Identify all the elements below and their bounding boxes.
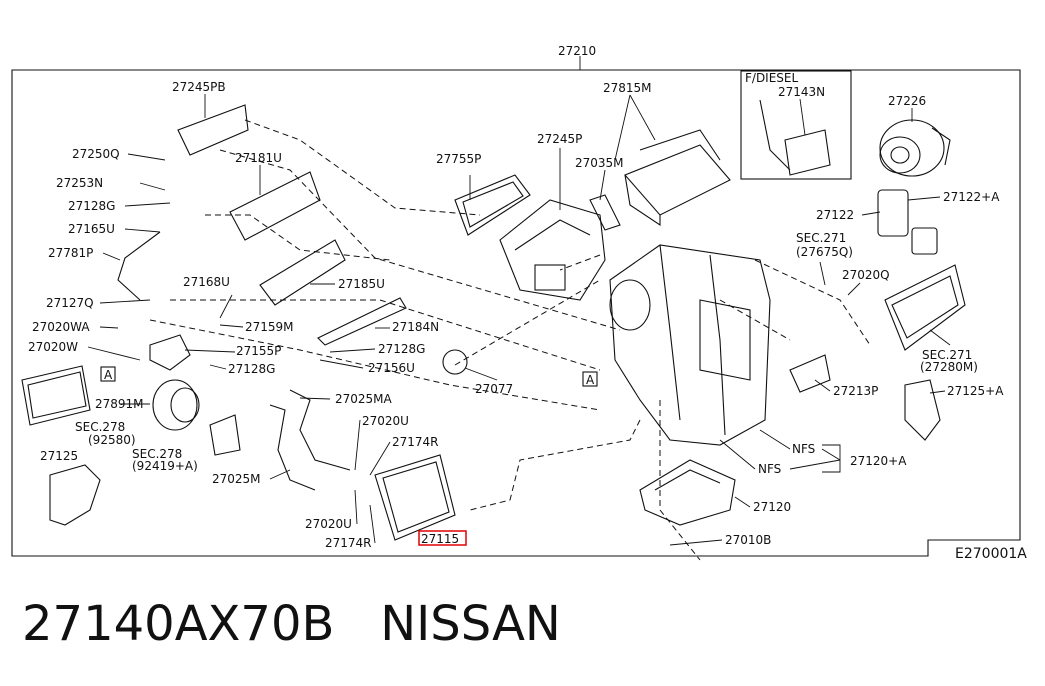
label-variant: F/DIESEL	[745, 71, 799, 85]
part-label: 27020U	[362, 414, 409, 428]
part-label: 27781P	[48, 246, 93, 260]
motor-27077	[442, 349, 468, 375]
duct-27184n	[317, 297, 407, 346]
parts-diagram: 27210 F/DIESEL 27245PB 27250Q 27253N 271…	[11, 44, 1027, 562]
part-label: (27280M)	[920, 360, 978, 374]
aspirator-27213p	[789, 354, 831, 393]
part-label: 27010B	[725, 533, 771, 547]
heater-unit-body	[609, 244, 771, 446]
part-label: SEC.278	[132, 447, 182, 461]
part-label: 27165U	[68, 222, 115, 236]
part-label: 27120+A	[850, 454, 907, 468]
left-bracket	[49, 464, 101, 526]
heater-core	[374, 454, 456, 541]
part-label: 27025MA	[335, 392, 393, 406]
part-label: SEC.271	[796, 231, 846, 245]
diesel-inset-box	[740, 70, 852, 180]
highlight-box	[418, 530, 467, 546]
part-label: 27035M	[575, 156, 624, 170]
part-label: 27143N	[778, 85, 825, 99]
diesel-resistor	[784, 129, 831, 176]
part-label: 27245PB	[172, 80, 226, 94]
part-label: (92580)	[88, 433, 136, 447]
part-label: 27125	[40, 449, 78, 463]
part-label: 27120	[753, 500, 791, 514]
ref-marker-box	[100, 366, 116, 382]
part-label: 27025M	[212, 472, 261, 486]
part-label: 27253N	[56, 176, 103, 190]
module-bracket	[209, 414, 241, 456]
part-label: 27174R	[392, 435, 439, 449]
actuator-27155p	[149, 334, 191, 371]
part-label: 27815M	[603, 81, 652, 95]
lower-case	[639, 459, 736, 526]
figure-code: E270001A	[955, 546, 1027, 562]
part-label: 27245P	[537, 132, 582, 146]
part-label: 27020W	[28, 340, 78, 354]
part-label: NFS	[758, 462, 781, 476]
duct-27181u	[229, 171, 321, 241]
ref-marker-box	[582, 371, 598, 387]
part-label: 27181U	[235, 151, 282, 165]
part-label: 27125+A	[947, 384, 1004, 398]
gasket-frame	[454, 174, 531, 236]
part-label: (27675Q)	[796, 245, 853, 259]
part-label: 27128G	[68, 199, 115, 213]
part-label: 27174R	[325, 536, 372, 550]
blower-duct	[624, 129, 731, 227]
part-label: SEC.271	[922, 348, 972, 362]
part-number-line: 27140AX70B NISSAN	[22, 596, 561, 652]
brand-name: NISSAN	[380, 596, 561, 652]
duct-27185u	[259, 239, 346, 306]
part-label: 27020WA	[32, 320, 90, 334]
part-label: 27156U	[368, 361, 415, 375]
leader-lines	[87, 94, 951, 546]
label-top-part: 27210	[558, 44, 596, 58]
part-label: 27020U	[305, 517, 352, 531]
ref-marker: A	[586, 373, 595, 387]
part-label: (92419+A)	[132, 459, 198, 473]
part-label: 27168U	[183, 275, 230, 289]
part-label: 27020Q	[842, 268, 890, 282]
highlight-label: 27115	[421, 532, 459, 546]
part-label: 27077	[475, 382, 513, 396]
part-number: 27140AX70B	[22, 596, 335, 652]
diagram-frame	[11, 69, 1021, 557]
actuator-motor	[152, 379, 200, 431]
assembly-dash-lines	[149, 119, 871, 561]
ref-marker: A	[104, 368, 113, 382]
right-bracket	[904, 379, 941, 441]
part-label: NFS	[792, 442, 815, 456]
part-label: 27155P	[236, 344, 281, 358]
part-label: 27159M	[245, 320, 294, 334]
part-label: SEC.278	[75, 420, 125, 434]
intake-housing	[499, 199, 606, 301]
air-filter	[21, 365, 91, 426]
duct-27245pb	[177, 104, 249, 156]
part-label: 27185U	[338, 277, 385, 291]
heater-hose	[289, 389, 351, 471]
blower-motor	[879, 119, 951, 177]
part-label: 27122+A	[943, 190, 1000, 204]
part-label: 27213P	[833, 384, 878, 398]
part-label: 27226	[888, 94, 926, 108]
part-label: 27122	[816, 208, 854, 222]
part-label: 27184N	[392, 320, 439, 334]
part-label: 27128G	[228, 362, 275, 376]
part-label: 27755P	[436, 152, 481, 166]
link-rod	[117, 231, 161, 301]
pipe-bracket	[877, 189, 909, 237]
part-label: 27891M	[95, 397, 144, 411]
part-label: 27250Q	[72, 147, 120, 161]
gasket-27035m	[589, 194, 621, 231]
part-label: 27127Q	[46, 296, 94, 310]
evaporator	[884, 264, 966, 351]
part-label: 27128G	[378, 342, 425, 356]
